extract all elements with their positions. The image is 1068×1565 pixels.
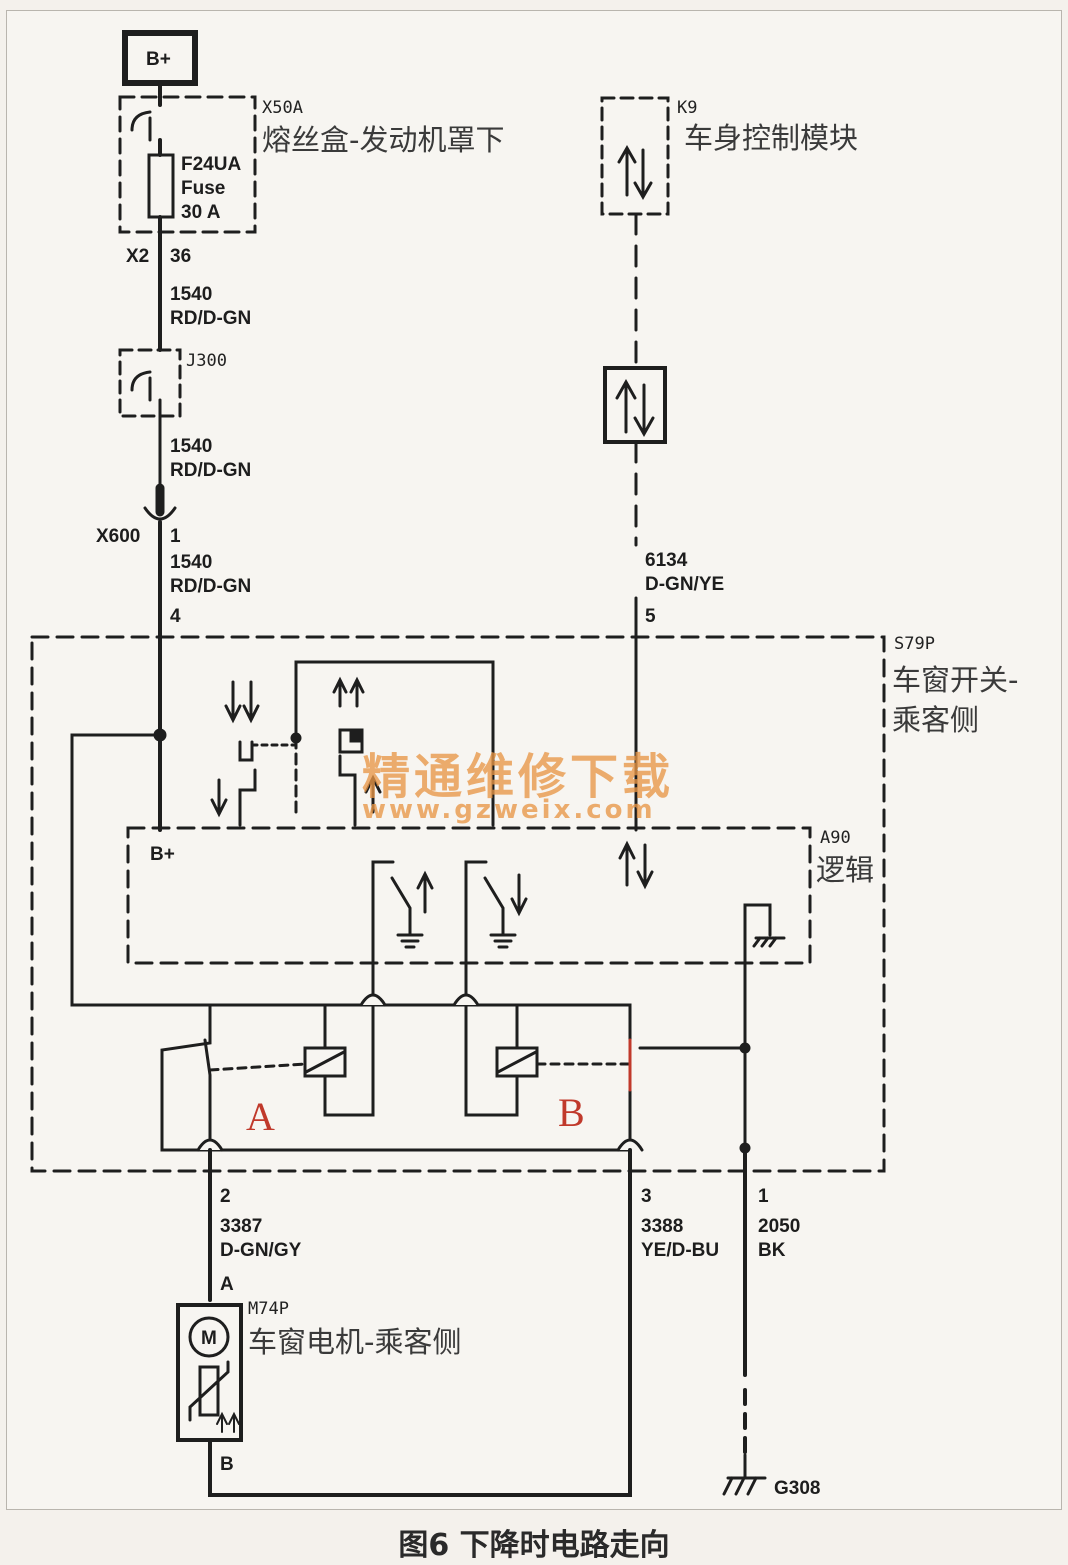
motor-pin-a: A [220, 1274, 234, 1295]
wire-1540-circuit-1: 1540 [170, 284, 212, 305]
switch-name-line1: 车窗开关- [892, 663, 1018, 697]
wire-3388-color: YE/D-BU [641, 1240, 719, 1261]
ground-id: G308 [774, 1478, 820, 1499]
figure-caption: 图6 下降时电路走向 [398, 1528, 670, 1563]
connector-x600-id: X600 [96, 526, 140, 547]
relay-a-label: A [246, 1094, 275, 1139]
wire-2050-pin: 1 [758, 1186, 769, 1207]
wire-3388-pin: 3 [641, 1186, 652, 1207]
wire-3387-color: D-GN/GY [220, 1240, 302, 1261]
window-motor-m74p: A M M74P 车窗电机-乘客侧 B [176, 1274, 461, 1475]
wire-1540-circuit-2: 1540 [170, 436, 212, 457]
fuse-id: F24UA [181, 154, 241, 175]
switch-contacts [210, 660, 495, 827]
wire-3387-circuit: 3387 [220, 1216, 262, 1237]
wire-1540-color-1: RD/D-GN [170, 308, 251, 329]
fuse-rating: 30 A [181, 202, 221, 223]
wire-1540-color-2: RD/D-GN [170, 460, 251, 481]
motor-pin-b: B [220, 1454, 234, 1475]
window-switch-s79p: S79P 车窗开关- 乘客侧 [30, 634, 1018, 1173]
wire-2050-circuit: 2050 [758, 1216, 800, 1237]
wire-6134-color: D-GN/YE [645, 574, 724, 595]
motor-name: 车窗电机-乘客侧 [248, 1325, 461, 1359]
bcm-k9: K9 车身控制模块 [600, 96, 858, 547]
wire-6134-circuit: 6134 [645, 550, 688, 571]
splice-j300: J300 [118, 348, 227, 502]
fuse-box-x50a: X50A 熔丝盒-发动机罩下 F24UA Fuse 30 A [118, 81, 504, 250]
watermark-url: www.gzweix.com [362, 795, 656, 825]
diagram-frame [6, 10, 1062, 1510]
wire-3387-pin: 2 [220, 1186, 231, 1207]
relay-wiring [70, 728, 751, 1154]
switch-id: S79P [894, 634, 935, 654]
connector-x600: X600 1 [96, 483, 181, 832]
wire-1540-circuit-3: 1540 [170, 552, 212, 573]
connector-x2-id: X2 [126, 246, 149, 267]
motor-id: M74P [248, 1299, 289, 1319]
fuse-box-name: 熔丝盒-发动机罩下 [262, 123, 504, 157]
wire-3388 [208, 1148, 632, 1497]
bcm-id: K9 [677, 98, 697, 118]
switch-name-line2: 乘客侧 [892, 703, 979, 737]
logic-module-a90: B+ A90 逻辑 [126, 826, 874, 1152]
wire-3388-circuit: 3388 [641, 1216, 683, 1237]
fuse-word: Fuse [181, 178, 225, 199]
watermark-title: 精通维修下载 [362, 749, 675, 805]
wire-1540-color-3: RD/D-GN [170, 576, 251, 597]
switch-pin-4: 4 [170, 606, 181, 627]
logic-id: A90 [820, 828, 851, 848]
switch-pin-5: 5 [645, 606, 656, 627]
power-source-box: B+ [122, 30, 198, 86]
connector-x2-pin: 36 [170, 246, 191, 267]
power-label: B+ [146, 49, 171, 70]
wire-2050-color: BK [758, 1240, 786, 1261]
ground-g308: G308 [722, 1453, 820, 1499]
motor-symbol: M [201, 1328, 217, 1349]
connector-x600-pin: 1 [170, 526, 181, 547]
splice-id: J300 [186, 351, 227, 371]
relay-b-label: B [558, 1090, 585, 1135]
logic-bplus-label: B+ [150, 844, 175, 865]
logic-name: 逻辑 [816, 853, 874, 887]
bcm-name: 车身控制模块 [684, 121, 858, 155]
fuse-box-id: X50A [262, 98, 303, 118]
